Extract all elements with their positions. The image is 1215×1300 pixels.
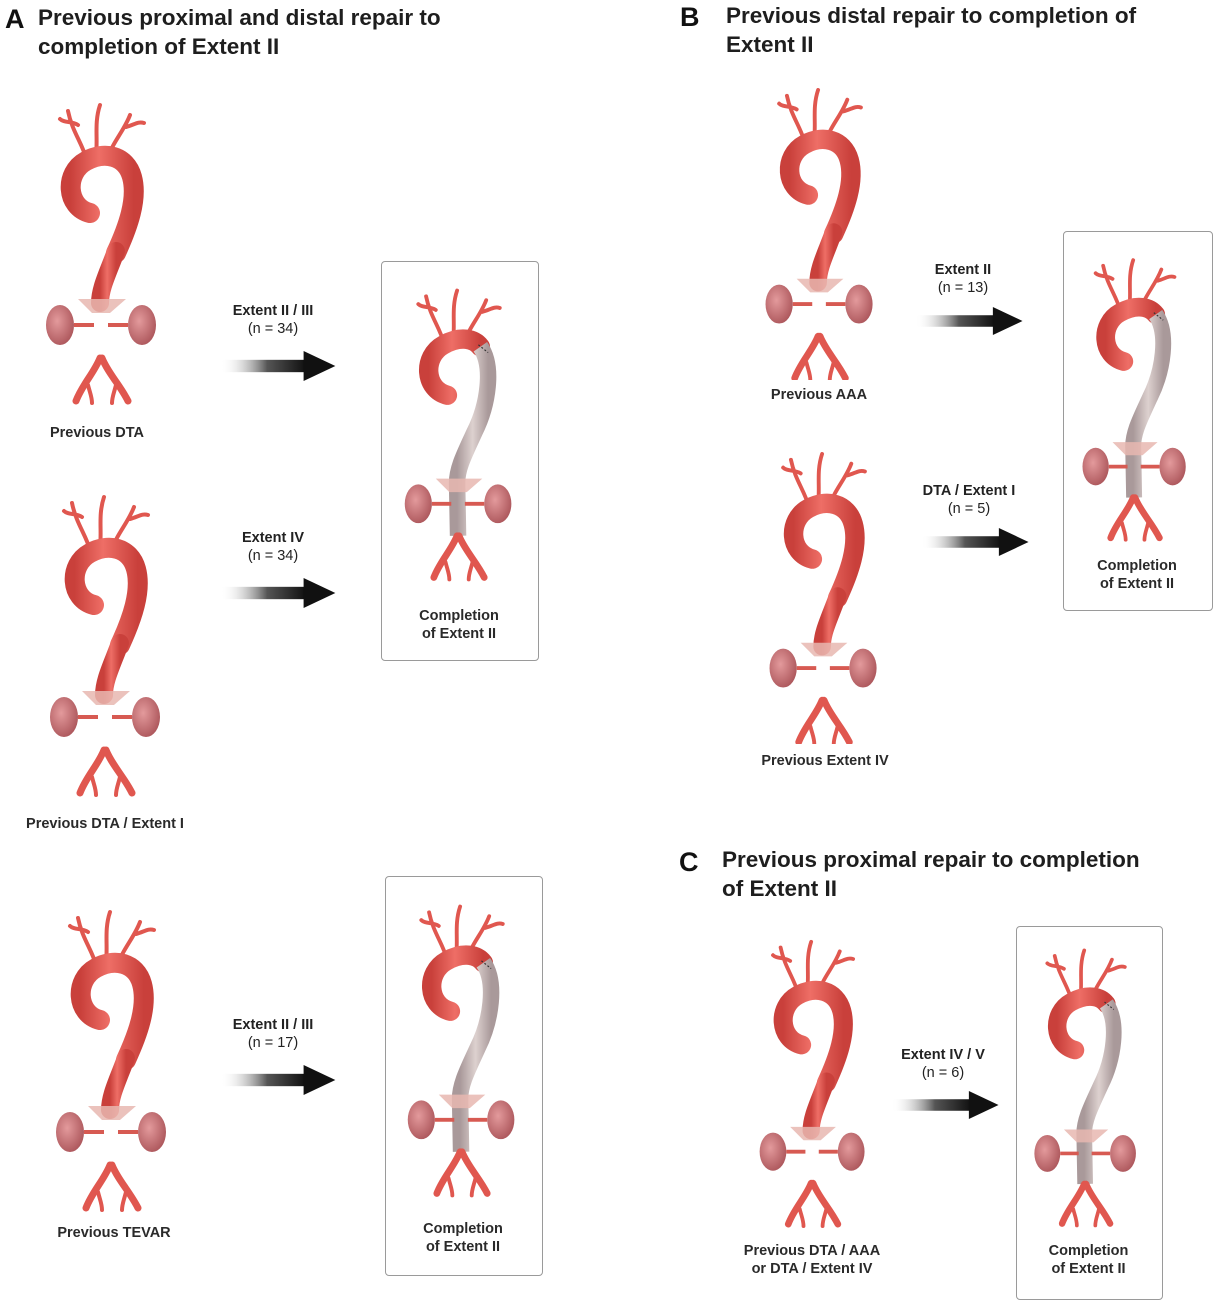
aorta-illustration-previous-dta-extent-i: [42, 490, 172, 800]
arrow-label-b1: Extent II (n = 13): [890, 261, 1036, 297]
arrow-label-b2-title: DTA / Extent I: [896, 482, 1042, 500]
panel-a-title-line1: Previous proximal and distal repair to: [38, 3, 441, 32]
arrow-label-a1-n: (n = 34): [200, 320, 346, 338]
arrow-label-b1-title: Extent II: [890, 261, 1036, 279]
arrow-icon-a1: [214, 351, 342, 381]
panel-c-letter: C: [679, 847, 699, 877]
aorta-illustration-previous-extent-iv: [760, 452, 890, 744]
arrow-label-a3-title: Extent II / III: [200, 1016, 346, 1034]
caption-previous-aaa: Previous AAA: [746, 386, 892, 404]
arrow-icon-c: [884, 1091, 1006, 1119]
arrow-label-a3: Extent II / III (n = 17): [200, 1016, 346, 1052]
aorta-illustration-completion-b: [1075, 254, 1197, 544]
caption-completion-c-line2: of Extent II: [1018, 1260, 1159, 1278]
arrow-icon-b2: [914, 528, 1036, 556]
arrow-icon-b1: [908, 307, 1030, 335]
caption-previous-dta-aaa-line1: Previous DTA / AAA: [730, 1242, 894, 1260]
aorta-illustration-completion-c: [1027, 944, 1147, 1230]
panel-c-title-line2: of Extent II: [722, 874, 837, 903]
arrow-label-c: Extent IV / V (n = 6): [870, 1046, 1016, 1082]
caption-previous-dta: Previous DTA: [20, 424, 174, 442]
arrow-label-b2: DTA / Extent I (n = 5): [896, 482, 1042, 518]
panel-b-letter: B: [680, 2, 700, 32]
caption-previous-tevar: Previous TEVAR: [40, 1224, 188, 1242]
caption-completion-a2-line1: Completion: [387, 1220, 539, 1238]
arrow-label-a2-n: (n = 34): [200, 547, 346, 565]
arrow-label-b1-n: (n = 13): [890, 279, 1036, 297]
arrow-label-a2-title: Extent IV: [200, 529, 346, 547]
aorta-illustration-completion-a2: [400, 900, 526, 1200]
caption-completion-b-line1: Completion: [1065, 557, 1209, 575]
arrow-label-a3-n: (n = 17): [200, 1034, 346, 1052]
arrow-label-c-title: Extent IV / V: [870, 1046, 1016, 1064]
aorta-illustration-previous-dta: [38, 98, 168, 408]
panel-b-title-line2: Extent II: [726, 30, 814, 59]
panel-b-title-line1: Previous distal repair to completion of: [726, 1, 1136, 30]
aorta-illustration-previous-dta-aaa: [752, 938, 876, 1228]
panel-c-title-line1: Previous proximal repair to completion: [722, 845, 1140, 874]
panel-a-title-line2: completion of Extent II: [38, 32, 279, 61]
arrow-icon-a3: [214, 1065, 342, 1095]
aorta-illustration-completion-a1: [397, 284, 523, 584]
caption-previous-dta-aaa-line2: or DTA / Extent IV: [730, 1260, 894, 1278]
caption-previous-extent-iv: Previous Extent IV: [740, 752, 910, 770]
arrow-label-a1-title: Extent II / III: [200, 302, 346, 320]
caption-completion-b-line2: of Extent II: [1065, 575, 1209, 593]
panel-a-letter: A: [5, 4, 25, 34]
caption-completion-a1-line2: of Extent II: [383, 625, 535, 643]
aorta-illustration-previous-tevar: [48, 905, 178, 1215]
arrow-label-b2-n: (n = 5): [896, 500, 1042, 518]
arrow-label-a2: Extent IV (n = 34): [200, 529, 346, 565]
caption-completion-c-line1: Completion: [1018, 1242, 1159, 1260]
arrow-label-c-n: (n = 6): [870, 1064, 1016, 1082]
caption-completion-a1-line1: Completion: [383, 607, 535, 625]
caption-previous-dta-extent-i: Previous DTA / Extent I: [10, 815, 200, 833]
aorta-illustration-previous-aaa: [756, 88, 886, 380]
arrow-icon-a2: [214, 578, 342, 608]
caption-completion-a2-line2: of Extent II: [387, 1238, 539, 1256]
arrow-label-a1: Extent II / III (n = 34): [200, 302, 346, 338]
